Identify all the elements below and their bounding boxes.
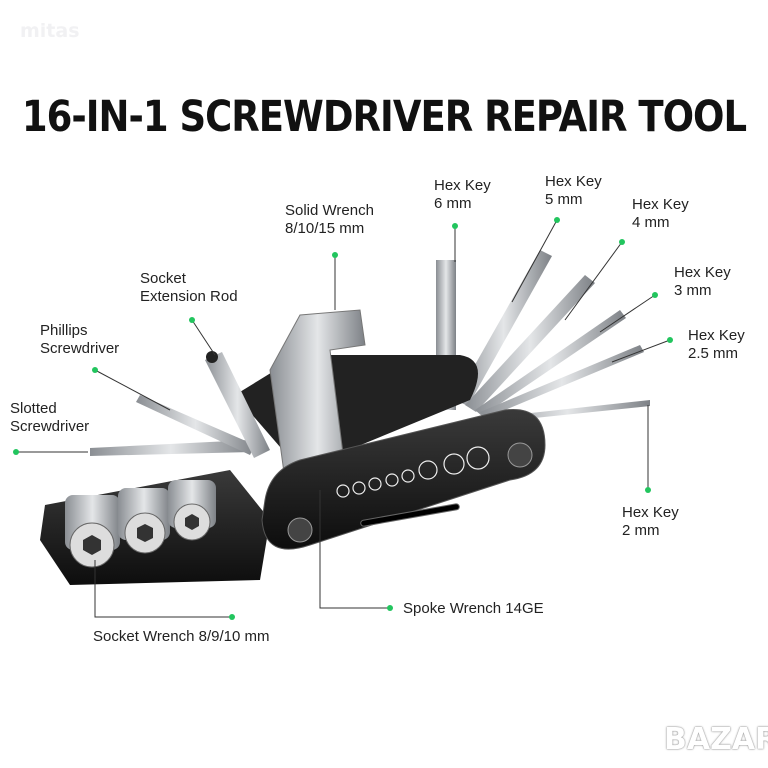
label-hex-key-5mm: Hex Key 5 mm bbox=[545, 173, 602, 208]
leader-lines bbox=[16, 219, 671, 618]
label-hex-key-6mm: Hex Key 6 mm bbox=[434, 177, 491, 212]
label-hex-key-2mm: Hex Key 2 mm bbox=[622, 504, 679, 539]
socket-10mm bbox=[65, 495, 120, 568]
phillips-screwdriver bbox=[136, 395, 255, 455]
socket-9mm bbox=[118, 488, 170, 554]
spoke-wrench-slot bbox=[360, 503, 460, 527]
page-title: 16-IN-1 SCREWDRIVER REPAIR TOOL bbox=[21, 91, 747, 142]
socket-extension-rod bbox=[205, 352, 270, 458]
label-socket-extension-rod: Socket Extension Rod bbox=[140, 270, 238, 305]
socket-8mm bbox=[168, 480, 216, 541]
slotted-screwdriver bbox=[90, 440, 252, 456]
label-socket-wrench: Socket Wrench 8/9/10 mm bbox=[93, 628, 270, 645]
body-bolt-left bbox=[287, 517, 313, 543]
label-slotted-screwdriver: Slotted Screwdriver bbox=[10, 400, 90, 435]
label-hex-key-3mm: Hex Key 3 mm bbox=[674, 264, 731, 299]
label-hex-key-2-5mm: Hex Key 2.5 mm bbox=[688, 327, 745, 362]
size-markings bbox=[336, 446, 490, 498]
label-phillips-screwdriver: Phillips Screwdriver bbox=[40, 322, 120, 357]
watermark: mitas bbox=[20, 20, 80, 42]
label-solid-wrench: Solid Wrench 8/10/15 mm bbox=[285, 202, 374, 237]
sockets bbox=[65, 480, 216, 568]
hex-key-4mm bbox=[465, 275, 595, 412]
callout-dots bbox=[13, 217, 673, 620]
hex-key-3mm bbox=[475, 310, 626, 416]
hex-key-2-5mm bbox=[480, 345, 644, 418]
hex-keys bbox=[436, 250, 650, 423]
hex-key-5mm bbox=[455, 250, 552, 406]
body-bolt-right bbox=[507, 442, 533, 468]
label-spoke-wrench: Spoke Wrench 14GE bbox=[403, 600, 544, 617]
bazar-logo: BAZAR bbox=[664, 722, 768, 757]
label-hex-key-4mm: Hex Key 4 mm bbox=[632, 196, 689, 231]
solid-wrench bbox=[269, 309, 366, 481]
